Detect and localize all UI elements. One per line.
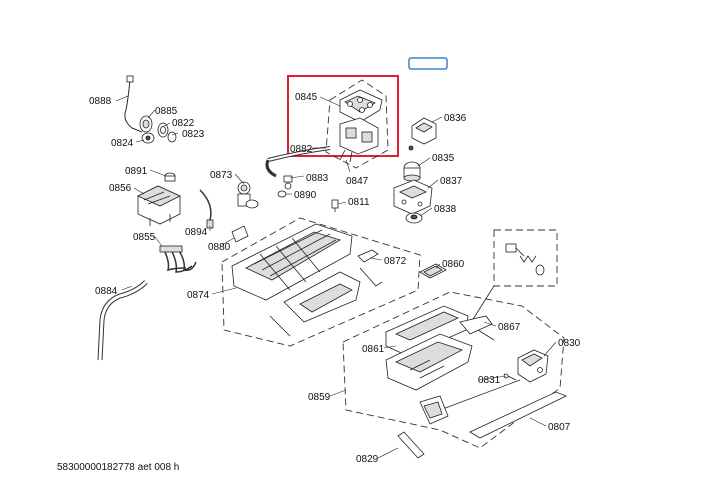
part-0860	[419, 263, 447, 279]
label-0880: 0880	[208, 242, 231, 253]
part-0838	[405, 212, 423, 224]
ring-part-0823	[167, 131, 177, 143]
label-0860: 0860	[442, 259, 465, 270]
label-0838: 0838	[434, 204, 457, 215]
dashed-group-outlines	[221, 79, 565, 449]
label-0856: 0856	[109, 183, 132, 194]
pump-part-0873	[237, 181, 259, 209]
label-0874: 0874	[187, 290, 210, 301]
tube-part-0882	[265, 146, 331, 178]
label-0837: 0837	[440, 176, 463, 187]
cap-part-0891	[164, 172, 176, 182]
motor-part-0856	[137, 185, 181, 226]
label-0829: 0829	[356, 454, 379, 465]
label-0861: 0861	[362, 344, 385, 355]
part-0836	[408, 117, 437, 151]
label-0822: 0822	[172, 118, 195, 129]
label-0836: 0836	[444, 113, 467, 124]
housing-part-0837	[393, 179, 433, 215]
label-0884: 0884	[95, 286, 118, 297]
label-0867: 0867	[498, 322, 521, 333]
clip-part-0824	[141, 132, 155, 144]
label-0882: 0882	[290, 144, 313, 155]
label-0807: 0807	[548, 422, 571, 433]
label-0855: 0855	[133, 232, 156, 243]
plate-part-0872	[357, 249, 383, 287]
label-0830: 0830	[558, 338, 581, 349]
screw-part-0811	[331, 199, 339, 212]
label-0883: 0883	[306, 173, 329, 184]
label-0859: 0859	[308, 392, 331, 403]
leader-lines	[115, 95, 557, 459]
clip-part-0883	[283, 175, 293, 190]
badge-outline[interactable]	[408, 57, 448, 70]
part-0831	[503, 373, 517, 381]
hose-part-0888	[124, 75, 143, 133]
label-0872: 0872	[384, 256, 407, 267]
part-0835	[403, 161, 421, 182]
label-0891: 0891	[125, 166, 148, 177]
label-0824: 0824	[111, 138, 134, 149]
label-0894: 0894	[185, 227, 208, 238]
part-0890	[277, 190, 287, 198]
label-0831: 0831	[478, 375, 501, 386]
drawer-part-0861	[385, 305, 473, 391]
lever-part-0829	[397, 431, 425, 459]
label-0835: 0835	[432, 153, 455, 164]
label-0811: 0811	[348, 197, 370, 208]
hose-part-0884	[97, 280, 148, 361]
part-0845	[339, 89, 383, 123]
harness-part-0855	[159, 245, 197, 273]
part-labels: 0888 0885 0822 0823 0824 0845 0836 0882 …	[89, 92, 581, 465]
highlight-box	[287, 75, 399, 157]
tray-part-0874	[231, 223, 361, 337]
label-0845: 0845	[295, 92, 318, 103]
label-0873: 0873	[210, 170, 233, 181]
label-0888: 0888	[89, 96, 112, 107]
rail-part-0807	[419, 379, 567, 439]
part-0880	[231, 225, 249, 243]
connector-part-0885	[139, 115, 153, 133]
label-0890: 0890	[294, 190, 317, 201]
lock-part-0830	[517, 349, 549, 383]
label-0847: 0847	[346, 176, 369, 187]
label-0885: 0885	[155, 106, 178, 117]
valve-part-0847	[339, 117, 379, 163]
footer-code: 58300000182778 aet 008 h	[57, 462, 179, 473]
spring-part-0867	[459, 243, 545, 341]
ring-part-0822	[157, 122, 169, 138]
label-0823: 0823	[182, 129, 205, 140]
wire-part-0894	[199, 189, 214, 229]
